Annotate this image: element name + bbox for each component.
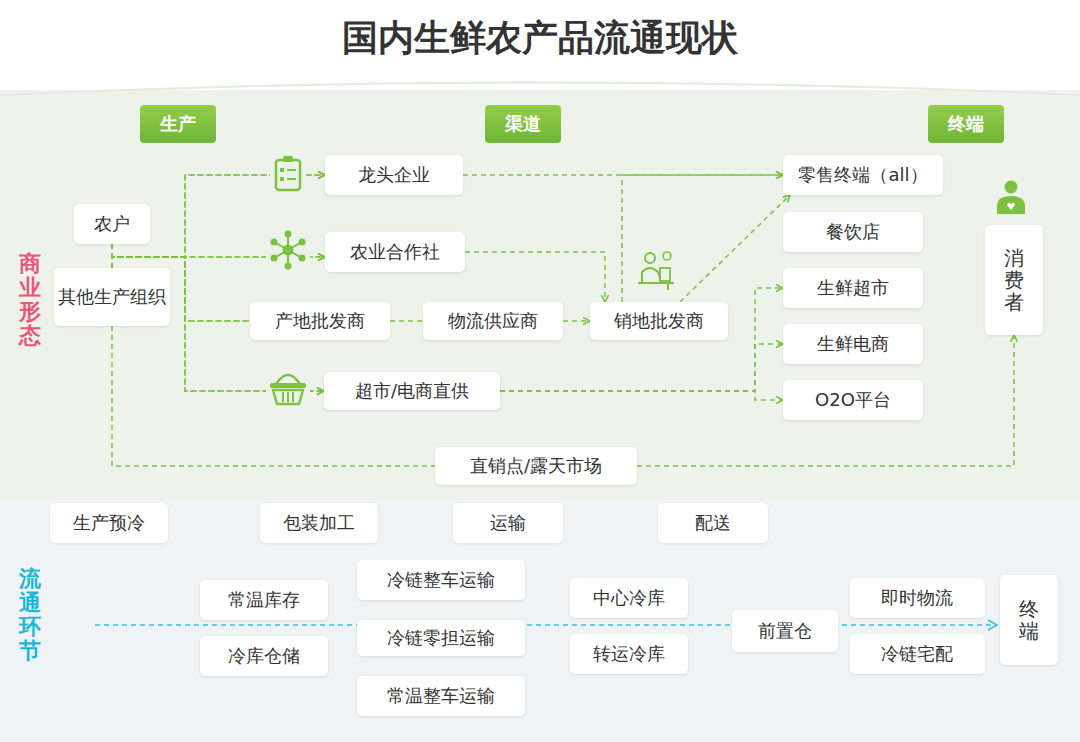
stage-tag: 生产 (140, 105, 216, 143)
step-header-box: 配送 (658, 503, 768, 543)
process-box: 冷链宅配 (850, 634, 985, 674)
node-label: 终端 (1019, 598, 1039, 642)
node-label: 中心冷库 (593, 586, 665, 610)
flow-connector (500, 391, 783, 400)
process-box: 产地批发商 (250, 302, 390, 340)
process-box: O2O平台 (783, 380, 923, 420)
process-box: 物流供应商 (423, 302, 563, 340)
process-box: 其他生产组织 (54, 268, 170, 326)
diagram-title: 国内生鲜农产品流通现状 (0, 14, 1080, 63)
node-label: 销地批发商 (614, 309, 704, 333)
node-label: 超市/电商直供 (355, 379, 469, 403)
node-label: 冷库仓储 (228, 644, 300, 668)
node-label: 生产预冷 (73, 511, 145, 535)
node-label: 常温库存 (228, 588, 300, 612)
process-box: 转运冷库 (570, 634, 688, 674)
network-icon (266, 230, 310, 272)
step-header-box: 生产预冷 (50, 503, 168, 543)
flow-connector (622, 175, 783, 302)
section-label: 流通环节 (19, 567, 41, 664)
clipboard-icon (270, 154, 306, 196)
stage-tag: 渠道 (485, 105, 561, 143)
process-box: 农业合作社 (325, 232, 465, 272)
flow-connector (563, 320, 590, 322)
process-box: 直销点/露天市场 (435, 447, 637, 485)
process-box: 常温库存 (200, 580, 328, 620)
node-label: 餐饮店 (826, 220, 880, 244)
process-box: 常温整车运输 (357, 676, 525, 716)
node-label: 直销点/露天市场 (470, 454, 602, 478)
node-label: 生鲜电商 (817, 332, 889, 356)
node-label: 生鲜超市 (817, 276, 889, 300)
node-label: 零售终端（all） (798, 163, 927, 187)
node-label: 冷链零担运输 (387, 626, 495, 650)
vertical-box: 终端 (1000, 575, 1058, 665)
section-label: 商业形态 (19, 252, 41, 349)
process-box: 餐饮店 (783, 212, 923, 252)
flow-connector (680, 195, 790, 302)
flow-connector (465, 252, 605, 302)
process-box: 零售终端（all） (783, 155, 943, 195)
process-box: 冷库仓储 (200, 636, 328, 676)
node-label: 物流供应商 (448, 309, 538, 333)
stage-tag: 终端 (928, 105, 1004, 143)
step-header-box: 包装加工 (260, 503, 378, 543)
node-label: 其他生产组织 (58, 285, 166, 309)
node-label: 前置仓 (758, 619, 812, 643)
step-header-box: 运输 (453, 503, 563, 543)
consumer-icon (997, 181, 1025, 215)
node-label: 终端 (948, 112, 984, 136)
process-box: 销地批发商 (590, 302, 728, 340)
process-box: 生鲜超市 (783, 268, 923, 308)
node-label: 冷链整车运输 (387, 568, 495, 592)
process-box: 龙头企业 (325, 155, 463, 195)
process-box: 超市/电商直供 (324, 372, 500, 410)
node-label: 转运冷库 (593, 642, 665, 666)
node-label: 渠道 (505, 112, 541, 136)
node-label: 常温整车运输 (387, 684, 495, 708)
node-label: 龙头企业 (358, 163, 430, 187)
node-label: 包装加工 (283, 511, 355, 535)
node-label: 农业合作社 (350, 240, 440, 264)
node-label: 消费者 (1004, 247, 1024, 313)
process-box: 冷链零担运输 (357, 620, 525, 656)
section-label-text: 流通环节 (19, 567, 41, 664)
vertical-box: 消费者 (985, 225, 1043, 335)
process-box: 生鲜电商 (783, 324, 923, 364)
node-label: 即时物流 (881, 586, 953, 610)
flow-connector (390, 320, 423, 322)
node-label: 运输 (490, 511, 526, 535)
process-box: 前置仓 (732, 610, 838, 652)
basket-icon (266, 370, 310, 408)
flow-connector (500, 344, 783, 391)
process-box: 农户 (74, 204, 150, 244)
node-label: 冷链宅配 (881, 642, 953, 666)
process-box: 中心冷库 (570, 578, 688, 618)
process-box: 即时物流 (850, 578, 985, 618)
node-label: 配送 (695, 511, 731, 535)
node-label: 农户 (94, 212, 130, 236)
worker-desk-icon (638, 252, 674, 290)
process-box: 冷链整车运输 (357, 560, 525, 600)
node-label: 产地批发商 (275, 309, 365, 333)
node-label: 生产 (160, 112, 196, 136)
section-label-text: 商业形态 (19, 252, 41, 349)
node-label: O2O平台 (815, 388, 891, 412)
